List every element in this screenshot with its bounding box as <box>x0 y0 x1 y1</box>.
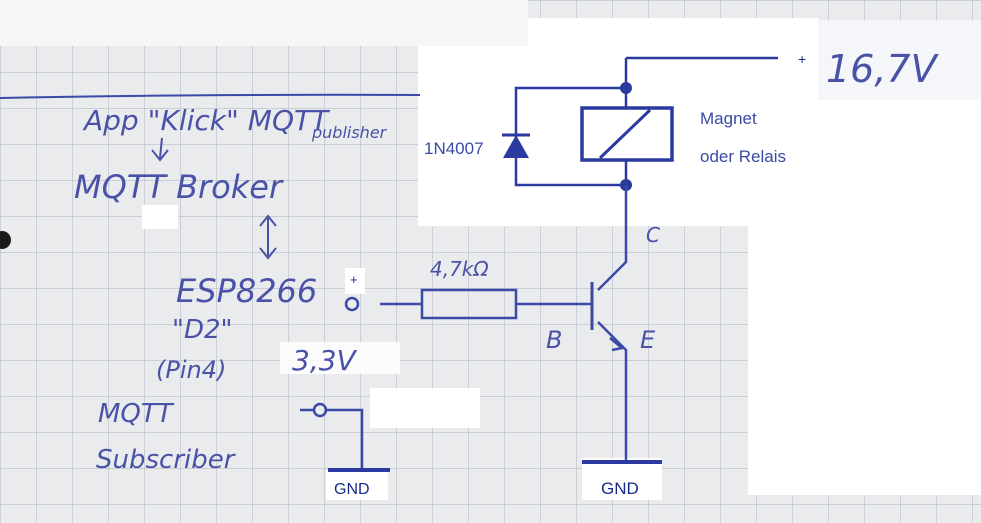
base-label: B <box>546 326 562 354</box>
input-terminal-plus <box>344 296 360 312</box>
pin-d2-label: "D2" <box>172 315 232 345</box>
emitter-wire <box>597 321 628 460</box>
voltage-logic-label: 3,3V <box>292 344 358 377</box>
mqtt-subscriber-line2: Subscriber <box>96 445 237 475</box>
emitter-arrow <box>609 337 625 352</box>
gnd-left-patch <box>326 470 388 500</box>
broker-label: MQTT Broker <box>74 168 284 206</box>
collector-wire <box>597 185 628 291</box>
white-patch-mid <box>370 388 480 428</box>
collector-label: C <box>646 223 660 247</box>
arrow-broker-to-esp <box>259 214 277 260</box>
publisher-label: publisher <box>311 123 388 142</box>
coil-label-line2: oder Relais <box>700 147 786 166</box>
voltage-label-patch <box>818 20 981 100</box>
voltage-logic-patch <box>280 342 400 374</box>
gnd-left-wire <box>300 408 364 470</box>
arrow-app-to-broker <box>151 137 169 162</box>
diode-triangle <box>503 135 529 158</box>
white-patch-right <box>748 100 981 495</box>
diode-label: 1N4007 <box>424 139 484 158</box>
plus-input-label: + <box>350 272 358 287</box>
mqtt-subscriber-line1: MQTT <box>98 399 175 429</box>
coil-label-line1: Magnet <box>700 109 757 128</box>
gnd-right-patch <box>582 458 662 500</box>
binder-hole <box>0 231 11 249</box>
gnd-left-label: GND <box>334 481 370 498</box>
separator-line <box>0 93 421 99</box>
esp-label: ESP8266 <box>176 272 317 310</box>
paper-top-strip <box>0 0 528 46</box>
resistor-label: 4,7kΩ <box>430 257 489 281</box>
white-patch-top <box>528 18 818 58</box>
plus-patch <box>345 268 365 294</box>
plus-top-label: + <box>798 51 806 67</box>
gnd-right-label: GND <box>601 479 639 498</box>
white-patch-small <box>142 205 178 229</box>
relay-coil-diagonal <box>598 108 652 160</box>
voltage-supply-label: 16,7V <box>826 47 940 91</box>
app-label: App "Klick" MQTT <box>82 104 330 137</box>
emitter-label: E <box>640 326 656 354</box>
pin4-label: (Pin4) <box>156 356 226 384</box>
